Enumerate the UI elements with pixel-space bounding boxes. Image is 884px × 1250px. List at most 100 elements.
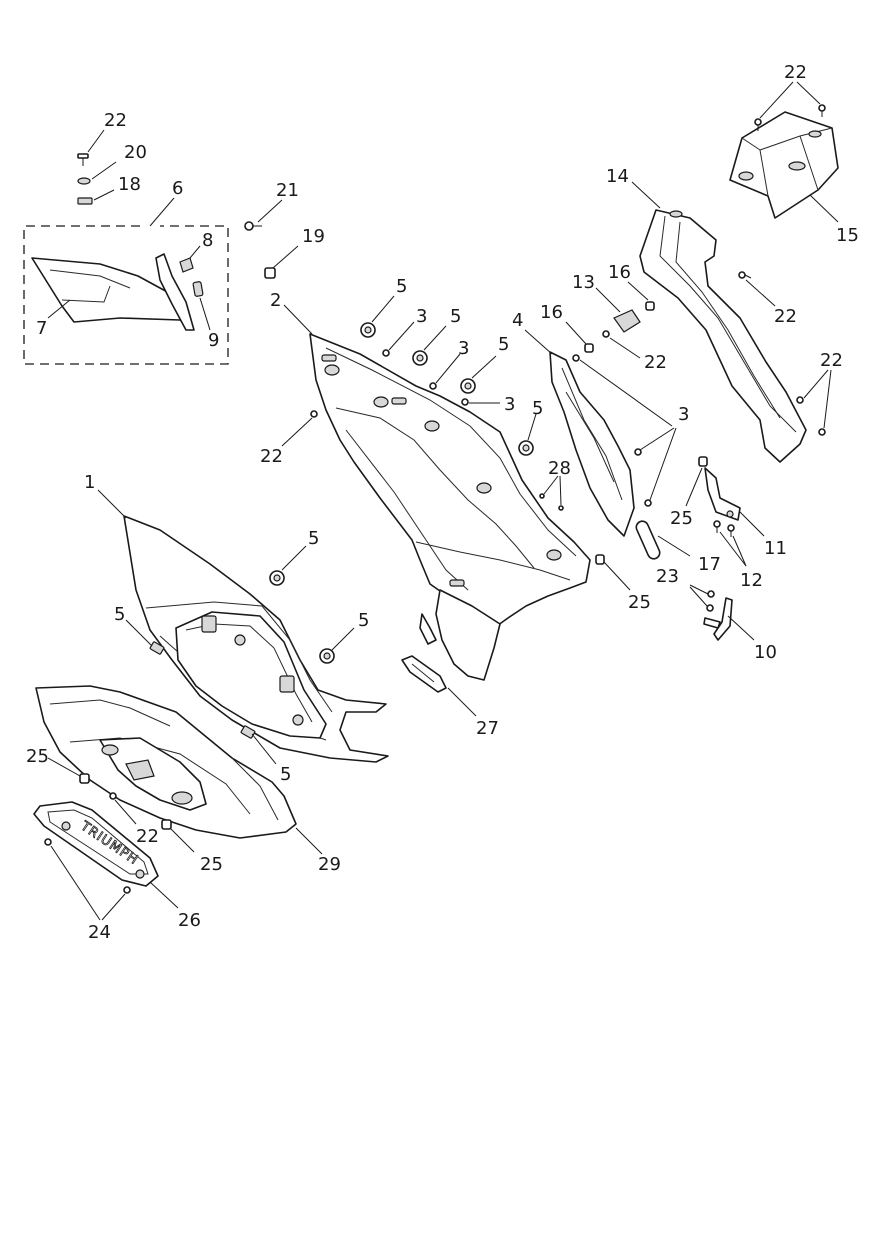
callout-3: 3 bbox=[678, 404, 689, 425]
callout-25: 25 bbox=[200, 854, 223, 875]
callout-29: 29 bbox=[318, 854, 341, 875]
part-mirror-arm bbox=[155, 253, 195, 331]
group-6-dashed-frame bbox=[23, 225, 229, 365]
callout-5: 5 bbox=[114, 604, 125, 625]
clip-25-panel bbox=[595, 554, 605, 565]
grommet-5-d bbox=[518, 440, 534, 456]
callout-20: 20 bbox=[124, 142, 147, 163]
callout-5: 5 bbox=[498, 334, 509, 355]
callout-2: 2 bbox=[270, 290, 281, 311]
part-10-bracket bbox=[703, 597, 733, 641]
screw-3-upper-a bbox=[382, 349, 390, 357]
spring-5-g bbox=[149, 641, 165, 655]
part-2-lower-lip bbox=[419, 589, 501, 681]
callout-25: 25 bbox=[670, 508, 693, 529]
callout-18: 18 bbox=[118, 174, 141, 195]
callout-5: 5 bbox=[532, 398, 543, 419]
screw-24-b bbox=[123, 886, 131, 894]
callout-11: 11 bbox=[764, 538, 787, 559]
callout-25: 25 bbox=[628, 592, 651, 613]
callout-22: 22 bbox=[136, 826, 159, 847]
screw-22-top-b bbox=[818, 104, 826, 117]
screw-3-upper-b bbox=[429, 382, 437, 390]
grommet-5-e bbox=[269, 570, 285, 586]
callout-5: 5 bbox=[280, 764, 291, 785]
screw-3-inner-a bbox=[572, 354, 580, 362]
callout-25: 25 bbox=[26, 746, 49, 767]
screw-24-a bbox=[44, 838, 52, 846]
callout-19: 19 bbox=[302, 226, 325, 247]
screw-22-panel bbox=[310, 410, 318, 418]
screw-12-b bbox=[727, 524, 735, 537]
nut-16-b bbox=[584, 343, 594, 353]
screw-22-mirror bbox=[77, 153, 89, 166]
callout-28: 28 bbox=[548, 458, 571, 479]
callout-22: 22 bbox=[774, 306, 797, 327]
callout-9: 9 bbox=[208, 330, 219, 351]
screw-22-top-a bbox=[754, 118, 762, 131]
callout-8: 8 bbox=[202, 230, 213, 251]
screw-21 bbox=[244, 221, 262, 231]
screw-22-lower bbox=[109, 792, 117, 800]
screw-23-a bbox=[707, 590, 715, 598]
pin-28-b bbox=[558, 505, 564, 511]
screw-22-frame-a bbox=[738, 271, 752, 279]
part-2-main-panel bbox=[309, 333, 591, 641]
callout-26: 26 bbox=[178, 910, 201, 931]
grommet-5-a bbox=[360, 322, 376, 338]
screw-22-clip bbox=[602, 330, 610, 338]
callout-3: 3 bbox=[458, 338, 469, 359]
callout-3: 3 bbox=[416, 306, 427, 327]
screw-23-b bbox=[706, 604, 714, 612]
callout-12: 12 bbox=[740, 570, 763, 591]
callout-14: 14 bbox=[606, 166, 629, 187]
part-4-inner-trim bbox=[549, 351, 635, 537]
callout-22: 22 bbox=[820, 350, 843, 371]
callout-24: 24 bbox=[88, 922, 111, 943]
screw-22-frame-c bbox=[818, 428, 826, 436]
callout-17: 17 bbox=[698, 554, 721, 575]
screw-22-frame-b bbox=[796, 396, 804, 404]
pin-28-a bbox=[539, 493, 545, 499]
nut-19 bbox=[264, 267, 276, 279]
part-1-side-fairing bbox=[123, 515, 389, 763]
part-14-frame-trim bbox=[639, 209, 807, 463]
callout-16: 16 bbox=[540, 302, 563, 323]
callout-1: 1 bbox=[84, 472, 95, 493]
callout-22: 22 bbox=[260, 446, 283, 467]
callout-10: 10 bbox=[754, 642, 777, 663]
grommet-5-f bbox=[319, 648, 335, 664]
callout-5: 5 bbox=[358, 610, 369, 631]
grommet-5-c bbox=[460, 378, 476, 394]
part-9-pad bbox=[192, 281, 204, 297]
callout-5: 5 bbox=[308, 528, 319, 549]
callout-22: 22 bbox=[644, 352, 667, 373]
callout-16: 16 bbox=[608, 262, 631, 283]
callout-22: 22 bbox=[784, 62, 807, 83]
part-17-grommet-strip bbox=[635, 520, 661, 560]
part-29-lower-cover bbox=[35, 685, 297, 839]
screw-3-inner-b bbox=[634, 448, 642, 456]
callout-4: 4 bbox=[512, 310, 523, 331]
nut-16-a bbox=[645, 301, 655, 311]
part-27-small-bracket bbox=[401, 655, 447, 693]
callout-23: 23 bbox=[656, 566, 679, 587]
callout-22: 22 bbox=[104, 110, 127, 131]
callout-labels: 1 2 3 3 3 3 4 5 5 5 5 5 5 5 5 6 7 8 9 10… bbox=[26, 62, 859, 943]
screw-12-a bbox=[713, 520, 721, 533]
spring-18 bbox=[77, 197, 93, 205]
clip-25-bracket bbox=[698, 456, 708, 467]
callout-15: 15 bbox=[836, 225, 859, 246]
washer-20 bbox=[77, 177, 91, 185]
clip-25-lower-a bbox=[79, 773, 90, 784]
screw-3-inner-c bbox=[644, 499, 652, 507]
callout-13: 13 bbox=[572, 272, 595, 293]
callout-27: 27 bbox=[476, 718, 499, 739]
clip-25-lower-b bbox=[161, 819, 172, 830]
part-11-bracket bbox=[704, 467, 741, 521]
callout-7: 7 bbox=[36, 318, 47, 339]
part-13-clip-block bbox=[613, 309, 641, 333]
part-8-pad bbox=[179, 257, 194, 273]
callout-5: 5 bbox=[396, 276, 407, 297]
